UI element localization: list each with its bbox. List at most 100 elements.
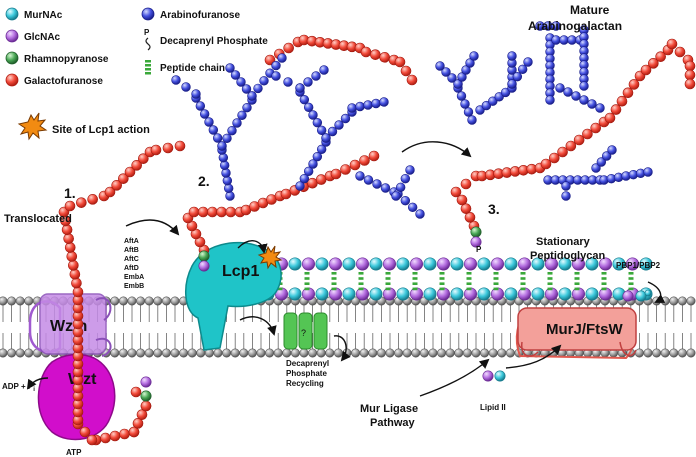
peptidoglycan-sugar xyxy=(504,287,518,301)
step-1-label: 1. xyxy=(64,185,76,201)
peptidoglycan-sugar xyxy=(531,287,545,301)
arabinofuranose-residue xyxy=(405,165,415,175)
arabinofuranose-residue xyxy=(400,195,411,206)
arabinofuranose-residue xyxy=(380,183,391,193)
arabinofuranose-residue xyxy=(551,21,561,31)
arabinofuranose-residue xyxy=(563,87,573,97)
arabinofuranose-residue xyxy=(415,209,425,219)
lipid-head xyxy=(480,348,490,358)
lipid-head xyxy=(0,296,8,306)
lipid-head xyxy=(437,348,447,358)
arabinofuranose-residue xyxy=(391,191,401,201)
peptide-crosslink xyxy=(439,282,445,285)
peptide-crosslink xyxy=(358,272,364,275)
arabinofuranose-residue xyxy=(204,117,214,127)
arabinofuranose-residue xyxy=(199,109,210,119)
peptidoglycan-sugar xyxy=(369,257,383,271)
recycling-label-2: Phosphate xyxy=(286,369,327,378)
peptidoglycan-sugar xyxy=(598,257,612,271)
lipid-head xyxy=(497,348,507,358)
galactofuranose-residue xyxy=(450,186,462,198)
legend-arabinofuranose: Arabinofuranose xyxy=(160,10,240,21)
legend-glcnac: GlcNAc xyxy=(24,32,61,43)
arabinofuranose-residue xyxy=(347,103,357,113)
lipid-head xyxy=(411,348,421,358)
arabinofuranose-residue xyxy=(561,181,571,191)
galactofuranose-residue xyxy=(131,160,142,171)
peptide-crosslink xyxy=(574,287,580,291)
lipid-head xyxy=(454,348,464,358)
arrow-lcp1-action xyxy=(237,240,268,254)
peptidoglycan-sugar xyxy=(639,257,653,271)
stationary-peptidoglycan xyxy=(261,257,653,301)
galactofuranose-residue xyxy=(118,173,129,184)
lcp1-label: Lcp1 xyxy=(222,263,259,280)
anchor-phosphate-label: P xyxy=(476,245,482,254)
peptidoglycan-sugar xyxy=(315,257,329,271)
arabinofuranose-residue xyxy=(316,125,327,136)
enzyme-aftd: AftD xyxy=(124,265,139,272)
galactofuranose-residue xyxy=(71,277,82,289)
lipid-head xyxy=(351,348,361,358)
peptide-crosslink xyxy=(331,272,337,275)
arabinofuranose-residue xyxy=(311,71,321,81)
enzyme-afta: AftA xyxy=(124,238,139,245)
arabinofuranose-residue xyxy=(217,141,227,151)
arabinofuranose-icon xyxy=(141,7,155,21)
arabinofuranose-residue xyxy=(559,35,569,45)
arabinofuranose-residue xyxy=(517,64,528,75)
peptide-crosslink xyxy=(601,287,607,291)
lipid-head xyxy=(686,296,696,306)
lipid-head xyxy=(15,296,25,306)
arabinofuranose-residue xyxy=(334,120,344,130)
lipid-ii-label: Lipid II xyxy=(480,403,506,412)
peptidoglycan-sugar xyxy=(450,257,464,271)
arabinofuranose-residue xyxy=(283,77,293,87)
peptidoglycan-sugar xyxy=(585,257,599,271)
lipid-head xyxy=(368,348,378,358)
arabinofuranose-residue xyxy=(221,168,231,178)
arabinofuranose-residue xyxy=(475,105,485,115)
peptidoglycan-sugar xyxy=(585,287,599,301)
galactofuranose-residue xyxy=(590,122,602,134)
arabinofuranose-residue xyxy=(225,63,235,73)
galactofuranose-residue xyxy=(379,52,390,63)
galactofuranose-residue xyxy=(540,158,552,170)
galactofuranose-residue xyxy=(604,112,616,124)
recycling-label-1: Decaprenyl xyxy=(286,359,329,368)
peptide-crosslink xyxy=(385,277,391,280)
lipid-head xyxy=(325,348,335,358)
peptide-crosslink xyxy=(466,277,472,280)
arabinofuranose-residue xyxy=(545,95,555,105)
peptidoglycan-label: Peptidoglycan xyxy=(530,250,605,262)
arabinofuranose-residue xyxy=(295,83,305,93)
murnac-residue xyxy=(635,290,647,302)
arabinofuranose-residue xyxy=(463,107,474,117)
arabinofuranose-residue xyxy=(567,35,577,45)
mature-label: Mature xyxy=(570,3,610,17)
galactofuranose-residue xyxy=(573,134,585,146)
lipid-head xyxy=(290,348,300,358)
peptide-crosslink xyxy=(601,282,607,285)
peptide-crosslink xyxy=(412,282,418,285)
site-icons xyxy=(17,112,283,270)
step-2-label: 2. xyxy=(198,173,210,189)
decaprenyl-flippase: ? xyxy=(283,312,328,350)
arabinofuranose-residue xyxy=(242,102,252,113)
lipid-head xyxy=(402,348,412,358)
peptide-crosslink xyxy=(331,277,337,280)
arabinofuranose-residue xyxy=(222,133,232,144)
lipid-head xyxy=(127,348,137,358)
peptidoglycan-sugar xyxy=(504,257,518,271)
lipid-head xyxy=(110,348,120,358)
arabinofuranose-residue xyxy=(507,79,517,89)
lipid-head xyxy=(669,348,679,358)
glcnac-residue xyxy=(140,376,152,388)
galactofuranose-residue xyxy=(132,418,144,429)
arabinofuranose-residue xyxy=(507,51,517,61)
peptide-crosslink xyxy=(547,272,553,275)
peptide-crosslink xyxy=(439,287,445,291)
galactofuranose-residue xyxy=(162,142,174,154)
arabinofuranose-residue xyxy=(571,91,581,101)
lipid-head xyxy=(161,348,171,358)
